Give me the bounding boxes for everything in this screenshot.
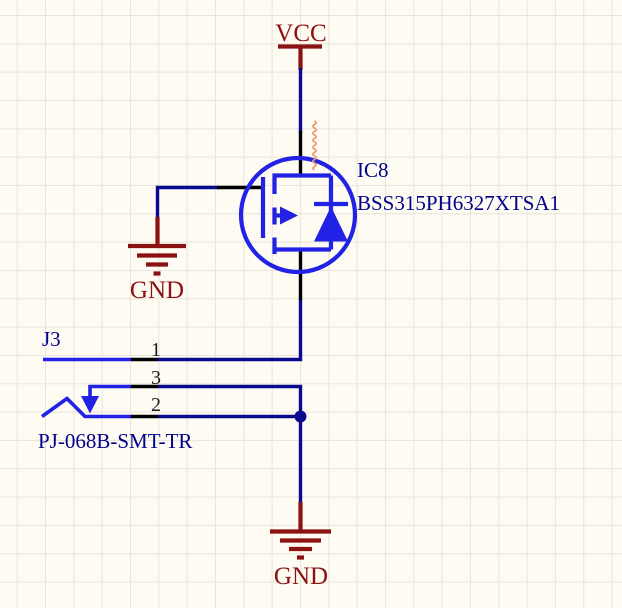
gnd-power-port-bottom[interactable]: GND <box>270 502 331 590</box>
mosfet-part-number[interactable]: BSS315PH6327XTSA1 <box>357 191 560 215</box>
mosfet-designator[interactable]: IC8 <box>357 158 389 182</box>
pin-1-number: 1 <box>151 339 161 361</box>
vcc-power-port[interactable]: VCC <box>275 20 327 70</box>
gnd-left-label[interactable]: GND <box>130 277 184 304</box>
wire-gate-to-gnd[interactable] <box>155 185 219 219</box>
jack-sleeve-contact[interactable] <box>40 396 131 419</box>
connector-part-number[interactable]: PJ-068B-SMT-TR <box>38 429 192 453</box>
mosfet-body-circle[interactable] <box>238 155 358 275</box>
mosfet-ic8[interactable]: IC8 BSS315PH6327XTSA1 <box>217 120 560 300</box>
jack-switch-arrow-icon[interactable] <box>81 396 99 414</box>
pin-2-number: 2 <box>151 394 161 416</box>
diode-triangle[interactable] <box>314 206 348 242</box>
connector-designator[interactable]: J3 <box>42 327 61 351</box>
pin-3-number: 3 <box>151 367 161 389</box>
mosfet-arrow-icon[interactable] <box>280 206 298 225</box>
compile-error-squiggle <box>312 120 317 171</box>
wire-pin3-to-junction[interactable] <box>158 384 303 417</box>
gnd-bottom-label[interactable]: GND <box>274 563 328 590</box>
junction-dot[interactable] <box>294 410 307 423</box>
gnd-power-port-left[interactable]: GND <box>128 217 186 304</box>
connector-j3[interactable]: 1 3 2 J3 PJ-068B-SMT-TR <box>38 327 192 453</box>
vcc-label[interactable]: VCC <box>275 20 326 47</box>
wire-pin1-to-drain[interactable] <box>158 299 303 362</box>
